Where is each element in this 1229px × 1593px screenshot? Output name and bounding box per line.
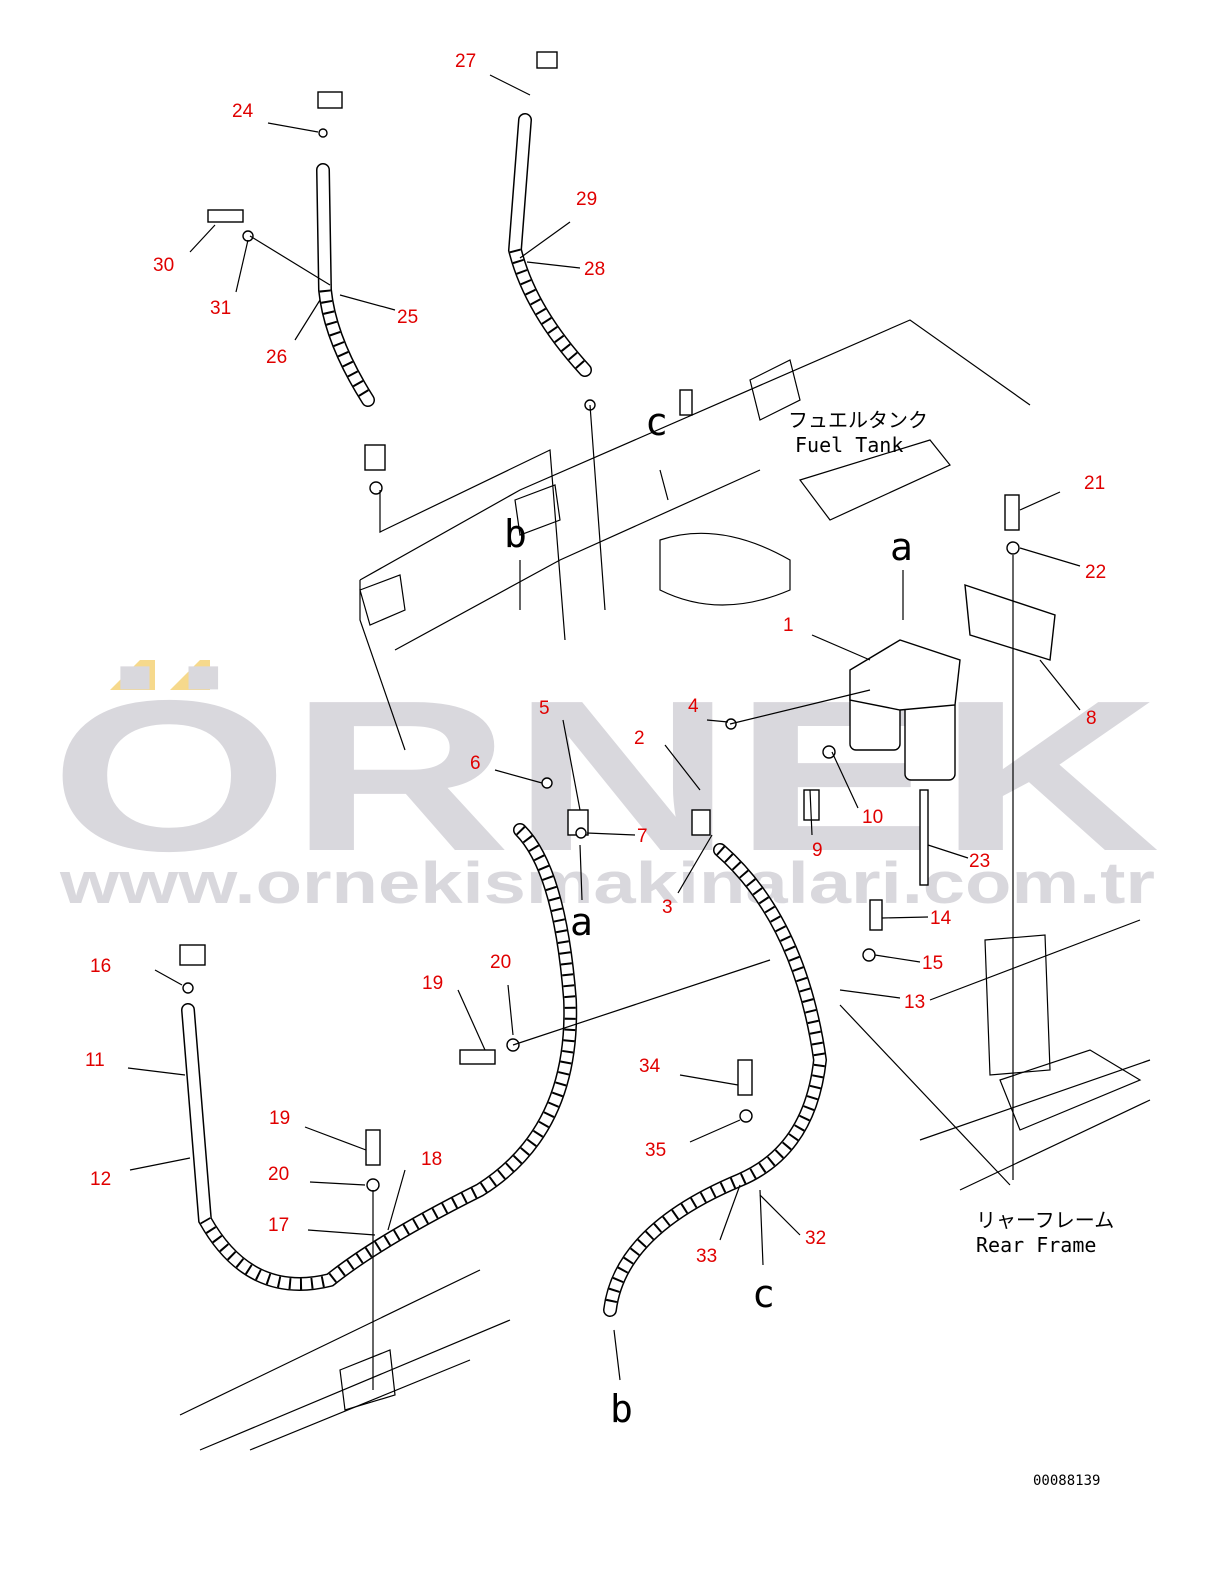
rear-frame-label-en: Rear Frame	[976, 1233, 1096, 1257]
part-label: 8	[1086, 708, 1097, 729]
part-label: 18	[421, 1149, 442, 1170]
part-label: 4	[688, 696, 699, 717]
part-label: 9	[812, 840, 823, 861]
part-label: 28	[584, 259, 605, 280]
watermark-dot-right	[170, 660, 210, 690]
fuel-tank-label-en: Fuel Tank	[795, 433, 903, 457]
part-labels: 1 2 3 4 5 6 7 8 9 10 11 12 13 14 15 16 1…	[85, 51, 1106, 1267]
part-label: 34	[639, 1056, 661, 1077]
part-label: 35	[645, 1140, 666, 1161]
part-label: 19	[269, 1108, 290, 1129]
watermark: ÖRNEK www.ornekismakinalari.com.tr	[50, 655, 1160, 916]
part-label: 3	[662, 897, 673, 918]
part-label: 17	[268, 1215, 289, 1236]
part-label: 25	[397, 307, 418, 328]
part-label: 24	[232, 101, 254, 122]
part-label: 10	[862, 807, 883, 828]
fittings	[179, 51, 1020, 1192]
ref-letter-c: c	[752, 1272, 775, 1316]
part-label: 20	[268, 1164, 289, 1185]
ref-letter-a: a	[570, 900, 593, 944]
part-label: 33	[696, 1246, 717, 1267]
ref-letter-b: b	[610, 1387, 633, 1431]
ref-letter-b: b	[504, 512, 527, 556]
part-label: 27	[455, 51, 476, 72]
ref-letter-c: c	[645, 400, 668, 444]
watermark-url: www.ornekismakinalari.com.tr	[59, 851, 1155, 916]
part-label: 5	[539, 698, 550, 719]
part-label: 22	[1085, 562, 1106, 583]
part-label: 23	[969, 851, 990, 872]
rear-frame-label-jp: リャーフレーム	[976, 1208, 1114, 1232]
part-label: 26	[266, 347, 287, 368]
part-label: 31	[210, 298, 231, 319]
part-label: 1	[783, 615, 794, 636]
drawing-number: 00088139	[1033, 1473, 1100, 1489]
part-label: 19	[422, 973, 443, 994]
part-label: 6	[470, 753, 481, 774]
part-label: 30	[153, 255, 174, 276]
part-label: 15	[922, 953, 943, 974]
part-label: 21	[1084, 473, 1105, 494]
part-label: 13	[904, 992, 925, 1013]
part-label: 11	[85, 1050, 105, 1071]
reference-letters: a a b b c c	[504, 400, 913, 1431]
fuel-tank-label-jp: フュエルタンク	[788, 408, 928, 432]
part-label: 2	[634, 728, 645, 749]
notes: フュエルタンク Fuel Tank リャーフレーム Rear Frame 000…	[788, 408, 1114, 1489]
part-label: 16	[90, 956, 111, 977]
hoses	[181, 113, 828, 1317]
part-label: 12	[90, 1169, 111, 1190]
ref-letter-a: a	[890, 525, 913, 569]
part-label: 32	[805, 1228, 826, 1249]
part-label: 20	[490, 952, 511, 973]
leader-lines	[127, 74, 1081, 1390]
part-label: 14	[930, 908, 952, 929]
part-label: 7	[637, 826, 648, 847]
watermark-brand: ÖRNEK	[50, 655, 1160, 896]
part-label: 29	[576, 189, 597, 210]
watermark-dot-left	[110, 660, 155, 690]
fuel-filter-assembly	[849, 583, 1056, 886]
